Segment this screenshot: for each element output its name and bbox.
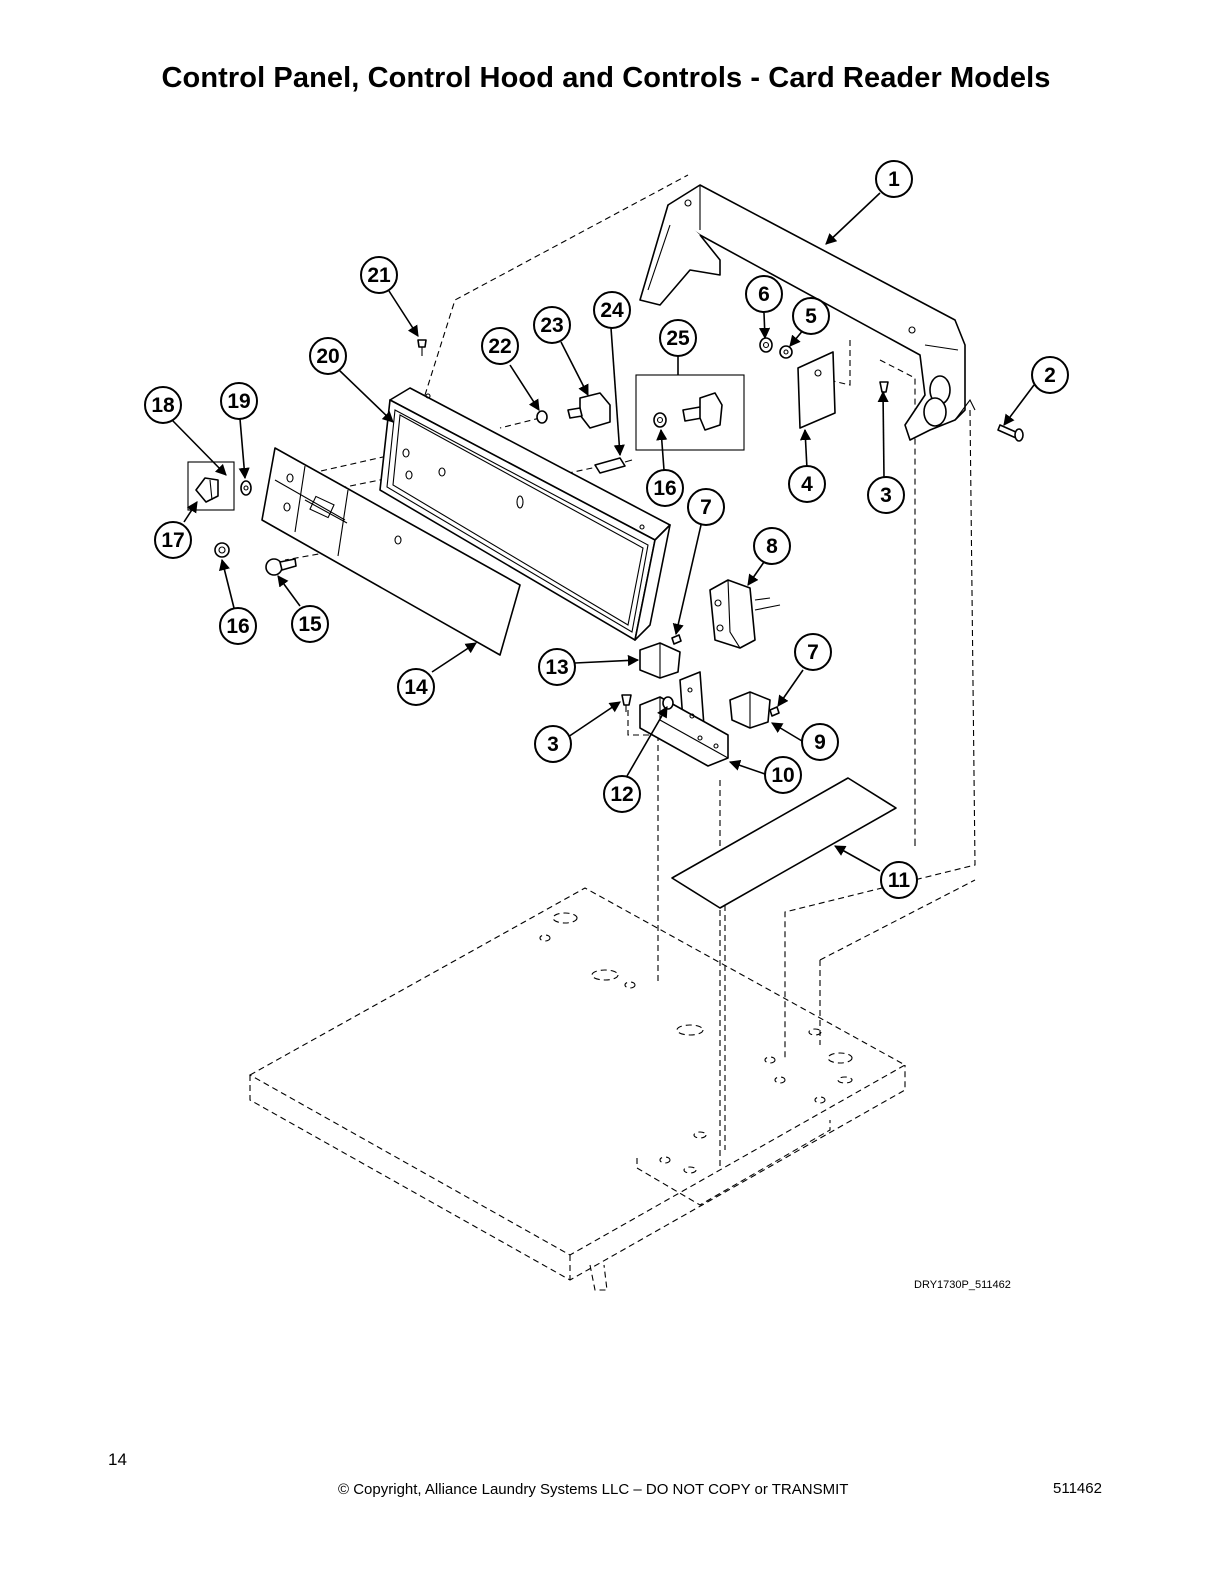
callout-25: 25 <box>659 319 697 357</box>
svg-text:14: 14 <box>404 676 428 699</box>
callout-16-lower: 16 <box>219 607 257 645</box>
callout-24: 24 <box>593 291 631 329</box>
callout-5: 5 <box>792 297 830 335</box>
bracket-part-10 <box>639 671 729 767</box>
svg-text:4: 4 <box>801 473 813 496</box>
svg-text:3: 3 <box>547 733 559 756</box>
callout-7-upper: 7 <box>687 488 725 526</box>
callout-6: 6 <box>745 275 783 313</box>
callout-21: 21 <box>360 256 398 294</box>
control-hood-part-1 <box>639 184 976 441</box>
svg-text:19: 19 <box>227 390 250 413</box>
callout-19: 19 <box>220 382 258 420</box>
knob-part-15 <box>265 558 297 576</box>
diagram-code: DRY1730P_511462 <box>914 1279 1011 1291</box>
svg-text:9: 9 <box>814 731 826 754</box>
switch-assembly-part-25 <box>635 374 745 451</box>
callout-16-upper: 16 <box>646 469 684 507</box>
screw-part-2 <box>997 424 1024 442</box>
screw-part-7-lower <box>769 706 780 717</box>
assembly-dash-lines <box>284 174 976 1170</box>
control-panel-part-20 <box>379 387 671 641</box>
svg-text:3: 3 <box>880 484 892 507</box>
callout-4: 4 <box>788 465 826 503</box>
document-number: 511462 <box>1053 1480 1102 1497</box>
svg-text:13: 13 <box>545 656 568 679</box>
svg-text:2: 2 <box>1044 364 1056 387</box>
star-washer-part-5 <box>779 345 793 359</box>
svg-text:15: 15 <box>298 613 322 636</box>
svg-text:20: 20 <box>316 345 339 368</box>
nut-part-6 <box>759 337 773 353</box>
callout-23: 23 <box>533 306 571 344</box>
copyright-notice: © Copyright, Alliance Laundry Systems LL… <box>338 1481 849 1498</box>
callout-7-lower: 7 <box>794 633 832 671</box>
callout-20: 20 <box>309 337 347 375</box>
nut-part-12 <box>662 696 674 710</box>
callout-3-upper: 3 <box>867 476 905 514</box>
callout-15: 15 <box>291 605 329 643</box>
overlay-part-14 <box>261 447 521 656</box>
svg-text:11: 11 <box>888 869 911 892</box>
plate-part-4 <box>797 351 836 429</box>
page-number: 14 <box>108 1450 127 1469</box>
page-title: Control Panel, Control Hood and Controls… <box>161 62 1051 94</box>
svg-text:25: 25 <box>666 327 690 350</box>
svg-text:7: 7 <box>807 641 819 664</box>
relay-part-13 <box>639 642 681 679</box>
callout-17: 17 <box>154 521 192 559</box>
callout-8: 8 <box>753 527 791 565</box>
svg-text:7: 7 <box>700 496 712 519</box>
knob-assembly-17-18-19 <box>187 461 252 511</box>
svg-text:22: 22 <box>488 335 511 358</box>
screw-part-3-lower <box>621 694 632 712</box>
callout-9: 9 <box>801 723 839 761</box>
callout-14: 14 <box>397 668 435 706</box>
callout-3-lower: 3 <box>534 725 572 763</box>
svg-text:17: 17 <box>161 529 184 552</box>
washer-part-22 <box>536 410 548 424</box>
callout-11: 11 <box>880 861 918 899</box>
insulation-part-11 <box>671 777 897 909</box>
screw-part-7-upper <box>671 634 682 645</box>
callout-18: 18 <box>144 386 182 424</box>
callout-13: 13 <box>538 648 576 686</box>
callouts: 1 2 3 3 4 5 6 7 7 8 9 10 11 12 13 14 15 … <box>144 160 1069 899</box>
dryer-top-outline <box>248 887 907 1291</box>
svg-text:1: 1 <box>888 168 900 191</box>
svg-text:12: 12 <box>610 783 633 806</box>
callout-22: 22 <box>481 327 519 365</box>
svg-text:6: 6 <box>758 283 770 306</box>
nut-part-16-lower <box>214 542 230 558</box>
screw-part-21 <box>417 339 427 356</box>
svg-text:10: 10 <box>771 764 794 787</box>
callout-1: 1 <box>875 160 913 198</box>
svg-text:21: 21 <box>367 264 391 287</box>
svg-text:5: 5 <box>805 305 817 328</box>
control-module-part-8 <box>709 579 781 649</box>
switch-part-23 <box>567 392 611 429</box>
relay-part-9 <box>729 691 771 729</box>
screw-part-3-upper <box>879 381 889 402</box>
lamp-part-24 <box>594 457 633 474</box>
callout-10: 10 <box>764 756 802 794</box>
svg-text:16: 16 <box>226 615 249 638</box>
callout-leaders <box>171 192 1035 872</box>
svg-text:8: 8 <box>766 535 778 558</box>
callout-12: 12 <box>603 775 641 813</box>
svg-text:18: 18 <box>151 394 175 417</box>
svg-text:24: 24 <box>600 299 624 322</box>
callout-2: 2 <box>1031 356 1069 394</box>
svg-text:23: 23 <box>540 314 563 337</box>
svg-text:16: 16 <box>653 477 676 500</box>
